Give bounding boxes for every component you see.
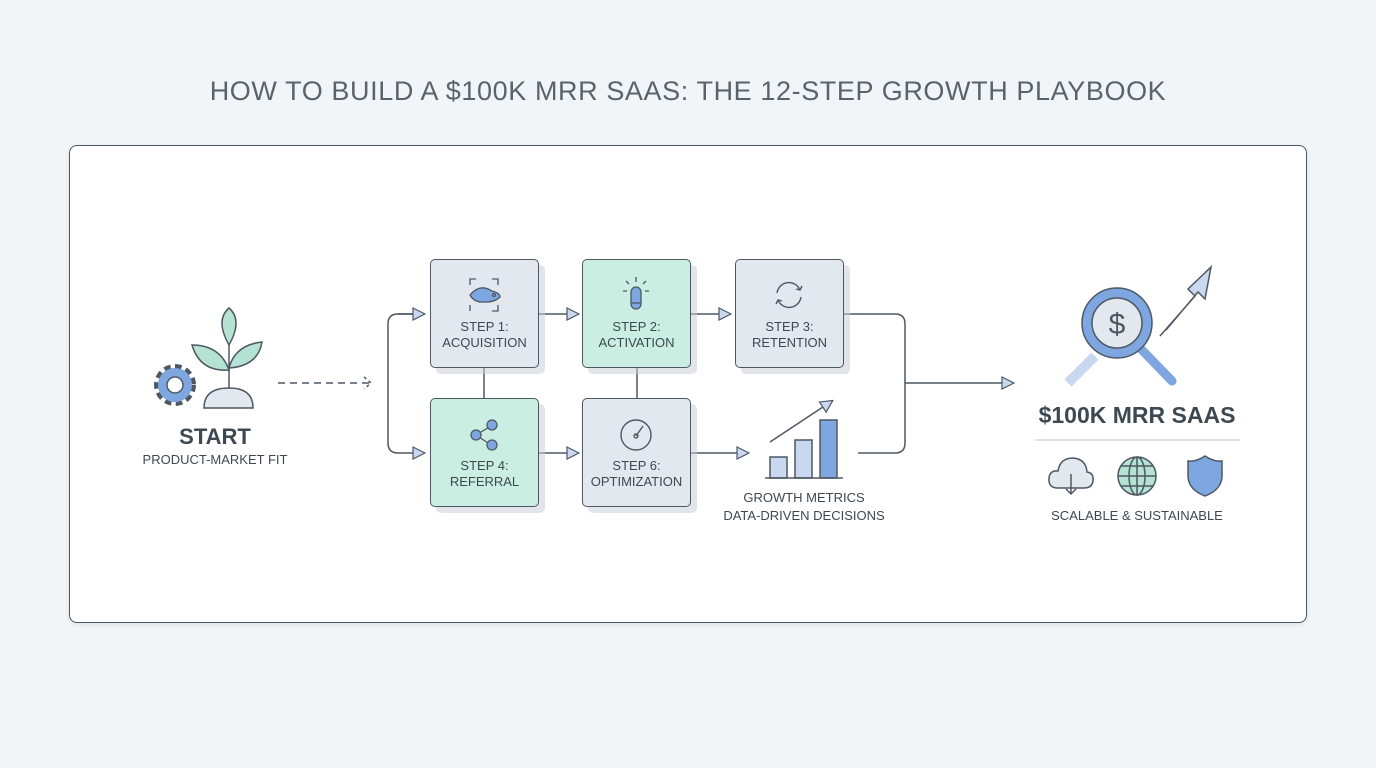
step-6-optimization-box[interactable]: STEP 6:OPTIMIZATION: [582, 398, 691, 507]
step-2-activation-box[interactable]: STEP 2:ACTIVATION: [582, 259, 691, 368]
fish-icon: [469, 278, 501, 312]
goal-title: $100K MRR SAAS: [1038, 402, 1236, 428]
goal-subtitle: SCALABLE & SUSTAINABLE: [1051, 508, 1223, 523]
plant-icon: [190, 307, 263, 409]
cloud-download-icon: [1048, 457, 1094, 496]
metrics-subtitle: DATA-DRIVEN DECISIONS: [723, 508, 885, 523]
gauge-icon: [620, 419, 652, 451]
globe-icon: [1117, 456, 1157, 496]
step-number: STEP 2:: [612, 319, 661, 334]
step-number: STEP 3:: [765, 319, 814, 334]
gear-icon: [154, 364, 196, 406]
growth-chart-icon: [765, 401, 843, 479]
start-subtitle: PRODUCT-MARKET FIT: [142, 452, 288, 467]
refresh-icon: [775, 281, 803, 309]
step-3-retention-box[interactable]: STEP 3:RETENTION: [735, 259, 844, 368]
step-name: REFERRAL: [449, 474, 520, 489]
step-number: STEP 1:: [460, 319, 509, 334]
step-number: STEP 4:: [460, 458, 509, 473]
svg-text:$: $: [1109, 308, 1126, 341]
shield-icon: [1187, 455, 1223, 497]
metrics-title: GROWTH METRICS: [743, 490, 865, 505]
step-name: RETENTION: [751, 335, 828, 350]
step-1-acquisition-box[interactable]: STEP 1:ACQUISITION: [430, 259, 539, 368]
page-title: HOW TO BUILD A $100K MRR SAAS: THE 12-ST…: [209, 76, 1167, 106]
step-4-referral-box[interactable]: STEP 4:REFERRAL: [430, 398, 539, 507]
step-name: ACTIVATION: [598, 335, 675, 350]
step-name: OPTIMIZATION: [590, 474, 683, 489]
step-name: ACQUISITION: [442, 335, 527, 350]
start-title: START: [179, 424, 251, 449]
magnifier-dollar-icon: $: [1064, 264, 1213, 387]
lightbulb-icon: [623, 277, 649, 310]
share-icon: [470, 419, 498, 451]
diagram-panel: [69, 145, 1307, 623]
step-number: STEP 6:: [612, 458, 661, 473]
